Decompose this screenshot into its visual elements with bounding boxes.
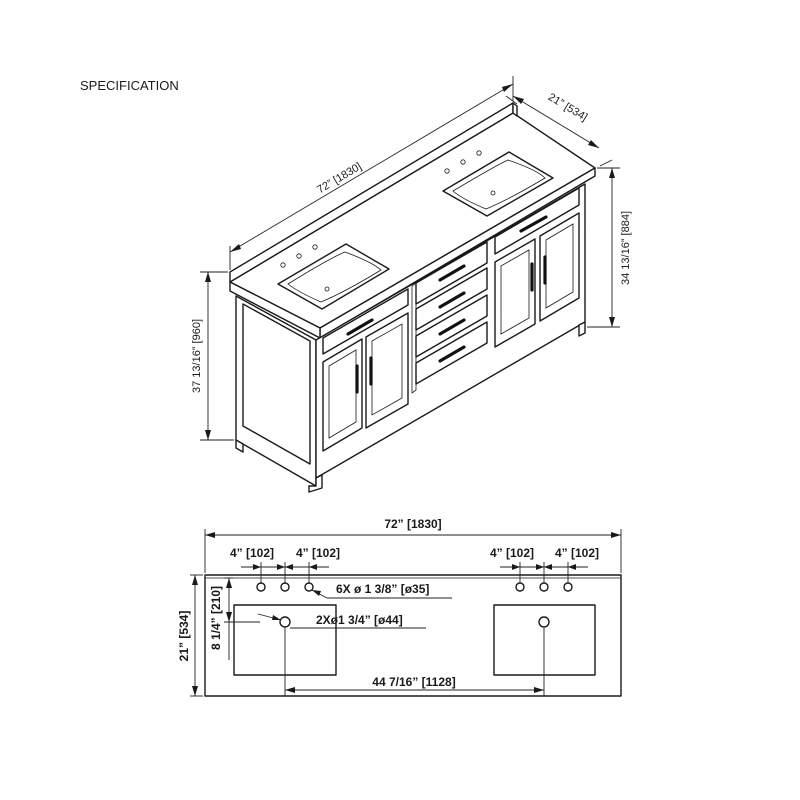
dim-iso-height-left: 37 13/16” [960] bbox=[191, 271, 234, 441]
callout-drain-holes: 2Xø1 3/4” [ø44] bbox=[257, 613, 426, 629]
left-sink bbox=[277, 243, 390, 310]
handle bbox=[438, 318, 466, 336]
spacing-right-a-label: 4” [102] bbox=[490, 546, 534, 560]
handle bbox=[519, 215, 548, 233]
right-faucet-hole-2 bbox=[460, 159, 466, 165]
left-drain bbox=[324, 286, 330, 292]
backsplash-side bbox=[512, 102, 518, 117]
faucet-hole bbox=[539, 582, 549, 592]
callout-faucet-holes: 6X ø 1 3/8” [ø35] bbox=[311, 582, 452, 599]
left-faucet-hole-2 bbox=[296, 253, 302, 259]
vanity-isometric-view bbox=[229, 102, 596, 493]
dim-top-sink-spacing: 44 7/16” [1128] bbox=[284, 628, 545, 696]
left-drain-hole bbox=[279, 616, 291, 628]
iso-depth-label: 21” [534] bbox=[546, 91, 589, 124]
faucet-holes-label: 6X ø 1 3/8” [ø35] bbox=[336, 582, 429, 596]
left-faucet-hole-1 bbox=[280, 262, 286, 268]
dim-iso-height-right: 34 13/16” [884] bbox=[587, 167, 632, 328]
left-door-2 bbox=[365, 312, 409, 429]
right-drain bbox=[490, 190, 496, 196]
iso-width-label: 72” [1830] bbox=[315, 161, 364, 197]
right-faucet-hole-1 bbox=[444, 168, 450, 174]
left-sink-bowl bbox=[287, 251, 382, 303]
countertop-outline bbox=[204, 574, 622, 697]
page-title: SPECIFICATION bbox=[80, 78, 179, 93]
right-drain-hole bbox=[538, 616, 550, 628]
top-view bbox=[204, 574, 622, 697]
dim-top-width: 72” [1830] bbox=[204, 517, 622, 573]
faucet-hole bbox=[515, 582, 525, 592]
spacing-left-b-label: 4” [102] bbox=[296, 546, 340, 560]
sink-spacing-label: 44 7/16” [1128] bbox=[372, 675, 455, 689]
left-rear-leg bbox=[235, 439, 244, 453]
handle bbox=[346, 318, 374, 336]
faucet-hole bbox=[256, 582, 266, 592]
handle bbox=[438, 291, 466, 309]
dim-top-depth: 21” [534] bbox=[177, 574, 203, 697]
right-faucet-hole-3 bbox=[476, 150, 482, 156]
left-door-1 bbox=[322, 338, 363, 452]
right-sink bbox=[442, 151, 554, 217]
spacing-right-b-label: 4” [102] bbox=[555, 546, 599, 560]
top-depth-label: 21” [534] bbox=[177, 611, 191, 662]
left-front-leg bbox=[308, 474, 323, 493]
sink-offset-label: 8 1/4” [210] bbox=[209, 586, 223, 650]
iso-height-right-label: 34 13/16” [884] bbox=[620, 211, 632, 285]
faucet-hole bbox=[280, 582, 290, 592]
handle bbox=[438, 345, 466, 363]
left-faucet-hole-3 bbox=[312, 244, 318, 250]
right-front-leg bbox=[578, 321, 586, 337]
right-sink-bowl bbox=[452, 159, 546, 210]
faucet-hole bbox=[304, 582, 314, 592]
iso-height-left-label: 37 13/16” [960] bbox=[191, 319, 203, 393]
dim-top-spacing-right: 4” [102] 4” [102] bbox=[490, 546, 599, 583]
dim-top-spacing-left: 4” [102] 4” [102] bbox=[230, 546, 340, 583]
faucet-hole bbox=[563, 582, 573, 592]
right-sink-outline bbox=[493, 604, 596, 676]
top-width-label: 72” [1830] bbox=[384, 517, 441, 531]
drain-holes-label: 2Xø1 3/4” [ø44] bbox=[316, 613, 403, 627]
left-top-drawer bbox=[322, 288, 409, 355]
handle bbox=[438, 264, 466, 282]
dim-top-sink-offset: 8 1/4” [210] bbox=[209, 577, 260, 660]
spacing-left-a-label: 4” [102] bbox=[230, 546, 274, 560]
